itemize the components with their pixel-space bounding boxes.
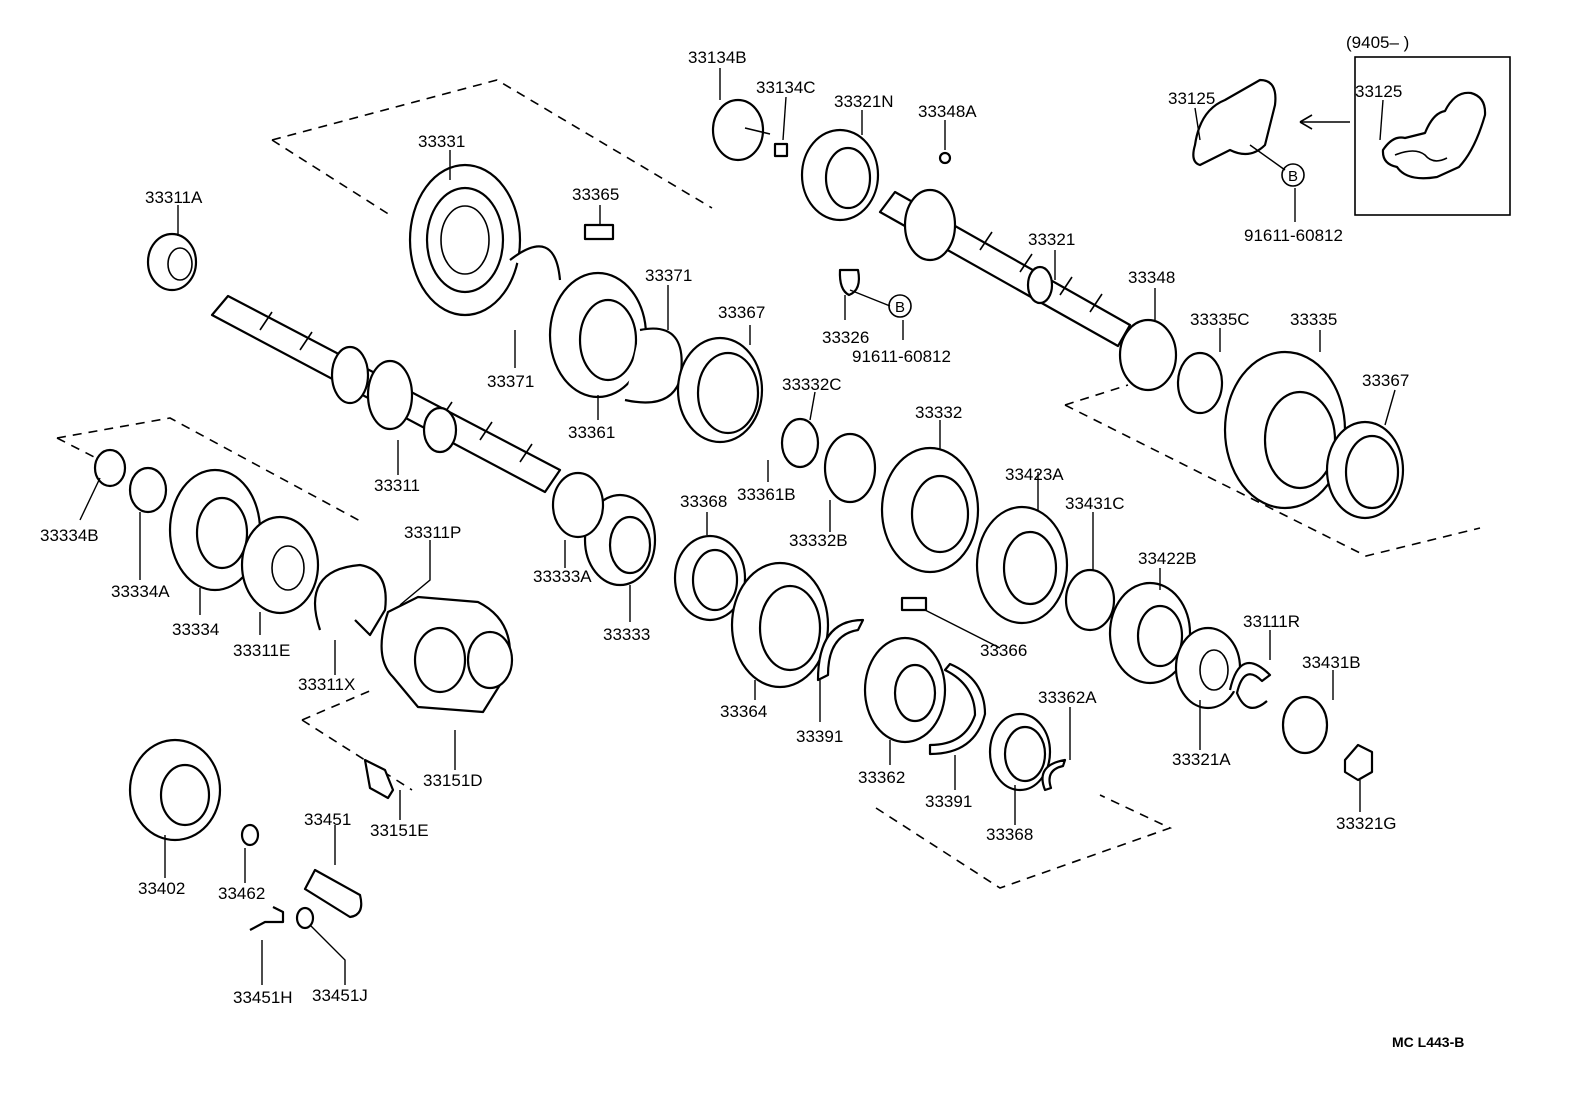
leader-lines — [79, 68, 1396, 985]
label-33332C: 33332C — [782, 375, 842, 394]
cover-33134B — [711, 98, 771, 162]
label-33364: 33364 — [720, 702, 767, 721]
label-33332B: 33332B — [789, 531, 848, 550]
label-33326: 33326 — [822, 328, 869, 347]
spacer-33431B — [1281, 695, 1329, 755]
label-33391-b: 33391 — [925, 792, 972, 811]
key-33366 — [900, 596, 928, 612]
label-33431B: 33431B — [1302, 653, 1361, 672]
output-shaft — [878, 188, 1132, 348]
label-33391-a: 33391 — [796, 727, 843, 746]
spacer-33431C — [1064, 568, 1116, 632]
nut-33321G — [1343, 743, 1374, 782]
label-33371-b: 33371 — [645, 266, 692, 285]
label-33367-a: 33367 — [718, 303, 765, 322]
label-33331: 33331 — [418, 132, 465, 151]
part-33134C — [773, 142, 789, 158]
label-33365: 33365 — [572, 185, 619, 204]
gear-33335 — [1223, 350, 1347, 510]
snap-ring-33371a — [509, 245, 562, 281]
part-labels: 33134B 33134C 33321N 33348A 33125 33125 … — [40, 48, 1464, 1050]
label-33462: 33462 — [218, 884, 265, 903]
key-33365 — [583, 223, 615, 241]
lower-left-group — [93, 448, 1067, 931]
label-33321N: 33321N — [834, 92, 894, 111]
label-33111R: 33111R — [1243, 612, 1300, 631]
gear-33332 — [880, 446, 980, 574]
gear-33331 — [408, 163, 522, 317]
label-33402: 33402 — [138, 879, 185, 898]
gear-33423A — [975, 505, 1069, 625]
plate-33125 — [1192, 78, 1277, 167]
label-33134B: 33134B — [688, 48, 747, 67]
synchro-33367 — [676, 336, 764, 444]
label-33125-a: 33125 — [1168, 89, 1215, 108]
label-33368-b: 33368 — [986, 825, 1033, 844]
dashed-group-boxes — [56, 79, 1481, 889]
label-33368-a: 33368 — [680, 492, 727, 511]
label-33311: 33311 — [374, 476, 420, 495]
label-91611-b: 91611-60812 — [852, 347, 951, 366]
ring-33348 — [1118, 318, 1178, 392]
gear-33422B — [1108, 581, 1192, 685]
label-33335C: 33335C — [1190, 310, 1250, 329]
bearing-33335C — [1176, 351, 1224, 415]
label-33311A: 33311A — [145, 188, 203, 207]
label-33321A: 33321A — [1172, 750, 1231, 769]
label-33362: 33362 — [858, 768, 905, 787]
bearing-33321N — [800, 128, 880, 222]
label-33334B: 33334B — [40, 526, 99, 545]
label-33311E: 33311E — [233, 641, 290, 660]
label-33333: 33333 — [603, 625, 650, 644]
label-33451: 33451 — [304, 810, 351, 829]
ball-33348A — [938, 151, 952, 165]
snap-ring-33111R — [1228, 662, 1272, 709]
label-33321: 33321 — [1028, 230, 1075, 249]
label-33334: 33334 — [172, 620, 219, 639]
label-33134C: 33134C — [756, 78, 816, 97]
label-33125-b: 33125 — [1355, 82, 1402, 101]
label-33431C: 33431C — [1065, 494, 1125, 513]
label-33311P: 33311P — [404, 523, 461, 542]
label-91611-a: 91611-60812 — [1244, 226, 1343, 245]
label-33335: 33335 — [1290, 310, 1337, 329]
gear-33361 — [548, 271, 648, 399]
svg-text:B: B — [895, 299, 905, 316]
label-33366: 33366 — [980, 641, 1027, 660]
svg-text:B: B — [1288, 168, 1298, 185]
plate-33326 — [838, 268, 861, 297]
inset-note: (9405– ) — [1346, 33, 1409, 52]
label-33311X: 33311X — [298, 675, 355, 694]
inset-box: (9405– ) — [1299, 33, 1511, 216]
label-33367-b: 33367 — [1362, 371, 1409, 390]
label-33361: 33361 — [568, 423, 615, 442]
callout-b-2: B — [888, 294, 912, 318]
input-shaft — [210, 294, 562, 494]
label-33362A: 33362A — [1038, 688, 1097, 707]
label-33332: 33332 — [915, 403, 962, 422]
label-33151D: 33151D — [423, 771, 483, 790]
bearing-33321A — [1174, 626, 1242, 710]
reference-code: MC L443-B — [1392, 1034, 1464, 1050]
label-33423A: 33423A — [1005, 465, 1064, 484]
washer-33332C — [780, 417, 820, 469]
label-33371-a: 33371 — [487, 372, 534, 391]
label-33151E: 33151E — [370, 821, 429, 840]
label-33348: 33348 — [1128, 268, 1175, 287]
label-33334A: 33334A — [111, 582, 170, 601]
synchro-33367b — [1325, 420, 1405, 520]
bearing-33311A — [146, 232, 198, 292]
label-33321G: 33321G — [1336, 814, 1397, 833]
callout-b-1: B — [1281, 163, 1305, 187]
label-33422B: 33422B — [1138, 549, 1197, 568]
label-33333A: 33333A — [533, 567, 592, 586]
label-33451J: 33451J — [312, 986, 368, 1005]
label-33361B: 33361B — [737, 485, 796, 504]
label-33451H: 33451H — [233, 988, 293, 1007]
bearing-33332B — [823, 432, 877, 504]
label-33348A: 33348A — [918, 102, 977, 121]
